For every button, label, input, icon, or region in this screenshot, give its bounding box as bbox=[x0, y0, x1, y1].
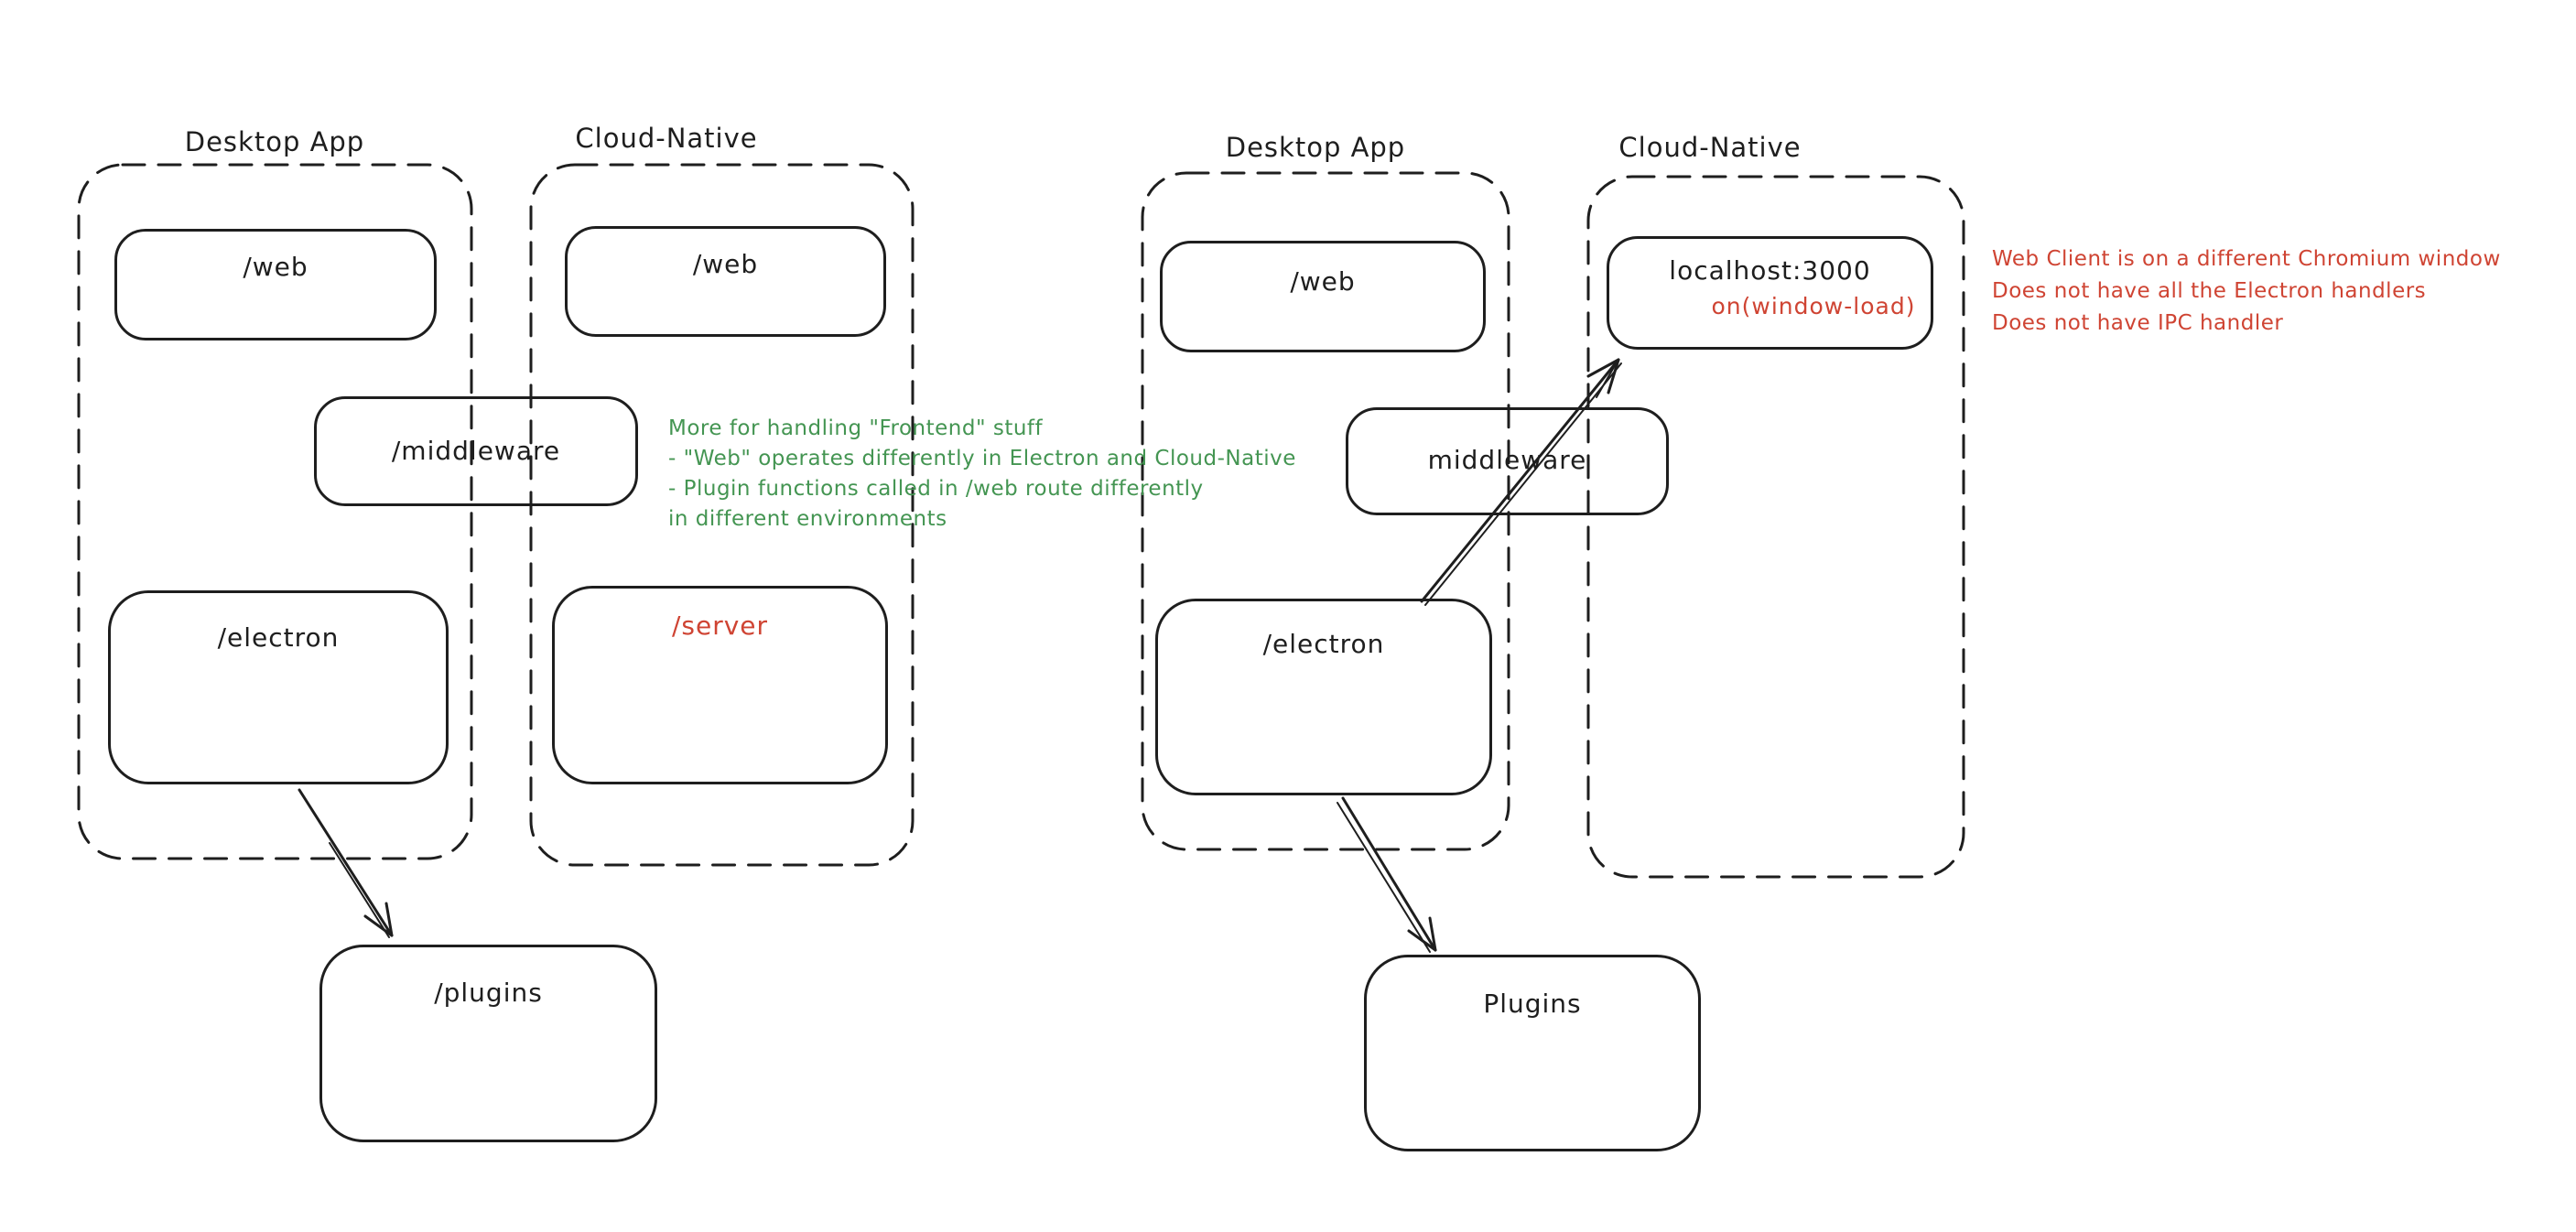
green-annotation-line1: More for handling "Frontend" stuff bbox=[668, 416, 1044, 440]
right-desktop-web-box: /web bbox=[1160, 241, 1486, 352]
left-cloud-server-box: /server bbox=[552, 586, 888, 784]
right-plugins-box: Plugins bbox=[1364, 955, 1701, 1151]
left-cloud-web-box: /web bbox=[565, 226, 886, 337]
arrow-right-electron-to-plugins bbox=[1337, 796, 1437, 953]
right-desktop-web-label: /web bbox=[1290, 266, 1356, 297]
red-annotation-line2: Does not have all the Electron handlers bbox=[1992, 279, 2427, 303]
left-cloud-native-title: Cloud-Native bbox=[575, 123, 758, 154]
red-annotation-line3: Does not have IPC handler bbox=[1992, 311, 2284, 335]
right-desktop-electron-box: /electron bbox=[1155, 599, 1492, 795]
left-cloud-server-label: /server bbox=[671, 611, 769, 641]
left-plugins-box: /plugins bbox=[319, 945, 657, 1142]
left-cloud-web-label: /web bbox=[692, 249, 759, 279]
arrow-left-electron-to-plugins bbox=[298, 788, 394, 938]
left-desktop-electron-label: /electron bbox=[217, 622, 340, 653]
right-cloud-native-title: Cloud-Native bbox=[1618, 132, 1802, 163]
left-middleware-box: /middleware bbox=[314, 396, 638, 506]
left-desktop-web-label: /web bbox=[243, 252, 308, 282]
right-window-load-label: on(window-load) bbox=[1711, 293, 1916, 319]
green-annotation-line2: - "Web" operates differently in Electron… bbox=[668, 447, 1296, 470]
right-localhost-label: localhost:3000 bbox=[1669, 255, 1871, 286]
green-annotation: More for handling "Frontend" stuff - "We… bbox=[668, 414, 1296, 535]
right-desktop-app-title: Desktop App bbox=[1225, 132, 1406, 163]
right-middleware-label: middleware bbox=[1427, 445, 1587, 475]
left-middleware-label: /middleware bbox=[391, 436, 561, 466]
right-desktop-electron-label: /electron bbox=[1262, 629, 1385, 659]
right-middleware-box: middleware bbox=[1346, 407, 1669, 515]
right-localhost-box: localhost:3000 on(window-load) bbox=[1607, 236, 1933, 350]
left-desktop-web-box: /web bbox=[114, 229, 437, 340]
left-desktop-app-title: Desktop App bbox=[184, 126, 365, 157]
right-plugins-label: Plugins bbox=[1483, 989, 1582, 1019]
green-annotation-line3: - Plugin functions called in /web route … bbox=[668, 477, 1204, 501]
red-annotation-line1: Web Client is on a different Chromium wi… bbox=[1992, 247, 2501, 271]
red-annotation: Web Client is on a different Chromium wi… bbox=[1992, 243, 2501, 340]
green-annotation-line4: in different environments bbox=[668, 507, 947, 531]
left-plugins-label: /plugins bbox=[434, 978, 543, 1008]
left-desktop-electron-box: /electron bbox=[108, 590, 449, 784]
